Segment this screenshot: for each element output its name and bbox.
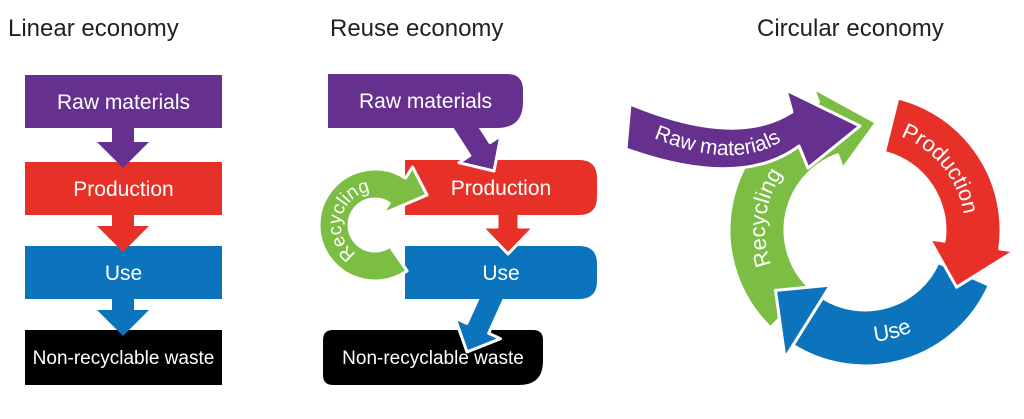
linear-label-waste: Non-recyclable waste [33,348,215,369]
linear-box-raw-materials [25,75,222,128]
reuse-label-waste: Non-recyclable waste [342,348,524,369]
linear-box-use [25,246,222,299]
reuse-label-use: Use [482,262,519,285]
reuse-box-raw-materials [328,74,523,128]
linear-economy-diagram: Linear economy Raw materials Production … [8,15,222,385]
linear-box-waste [25,330,222,385]
linear-arrow-raw-to-production-icon [97,124,149,168]
circular-use-arrowhead-icon [774,283,833,360]
linear-label-use: Use [105,262,142,285]
circular-economy-diagram: Circular economy Production Use Recyclin… [624,15,1016,368]
circular-economy-title: Circular economy [757,15,944,42]
reuse-box-production [405,160,597,215]
reuse-economy-diagram: Reuse economy Raw materials Production U… [317,15,597,385]
linear-arrow-production-to-use-icon [97,211,149,252]
linear-arrow-use-to-waste-icon [97,295,149,336]
linear-label-production: Production [73,178,173,201]
reuse-economy-title: Reuse economy [330,15,503,42]
linear-label-raw-materials: Raw materials [57,91,190,114]
reuse-label-raw-materials: Raw materials [359,90,492,113]
reuse-recycling-arrow-icon [317,165,429,283]
linear-economy-title: Linear economy [8,15,179,42]
circular-raw-materials-arrow-icon [624,88,862,171]
circular-production-arc-arrow-icon [882,96,1016,289]
reuse-label-production: Production [451,177,551,200]
reuse-box-use [405,246,597,299]
linear-box-production [25,162,222,215]
